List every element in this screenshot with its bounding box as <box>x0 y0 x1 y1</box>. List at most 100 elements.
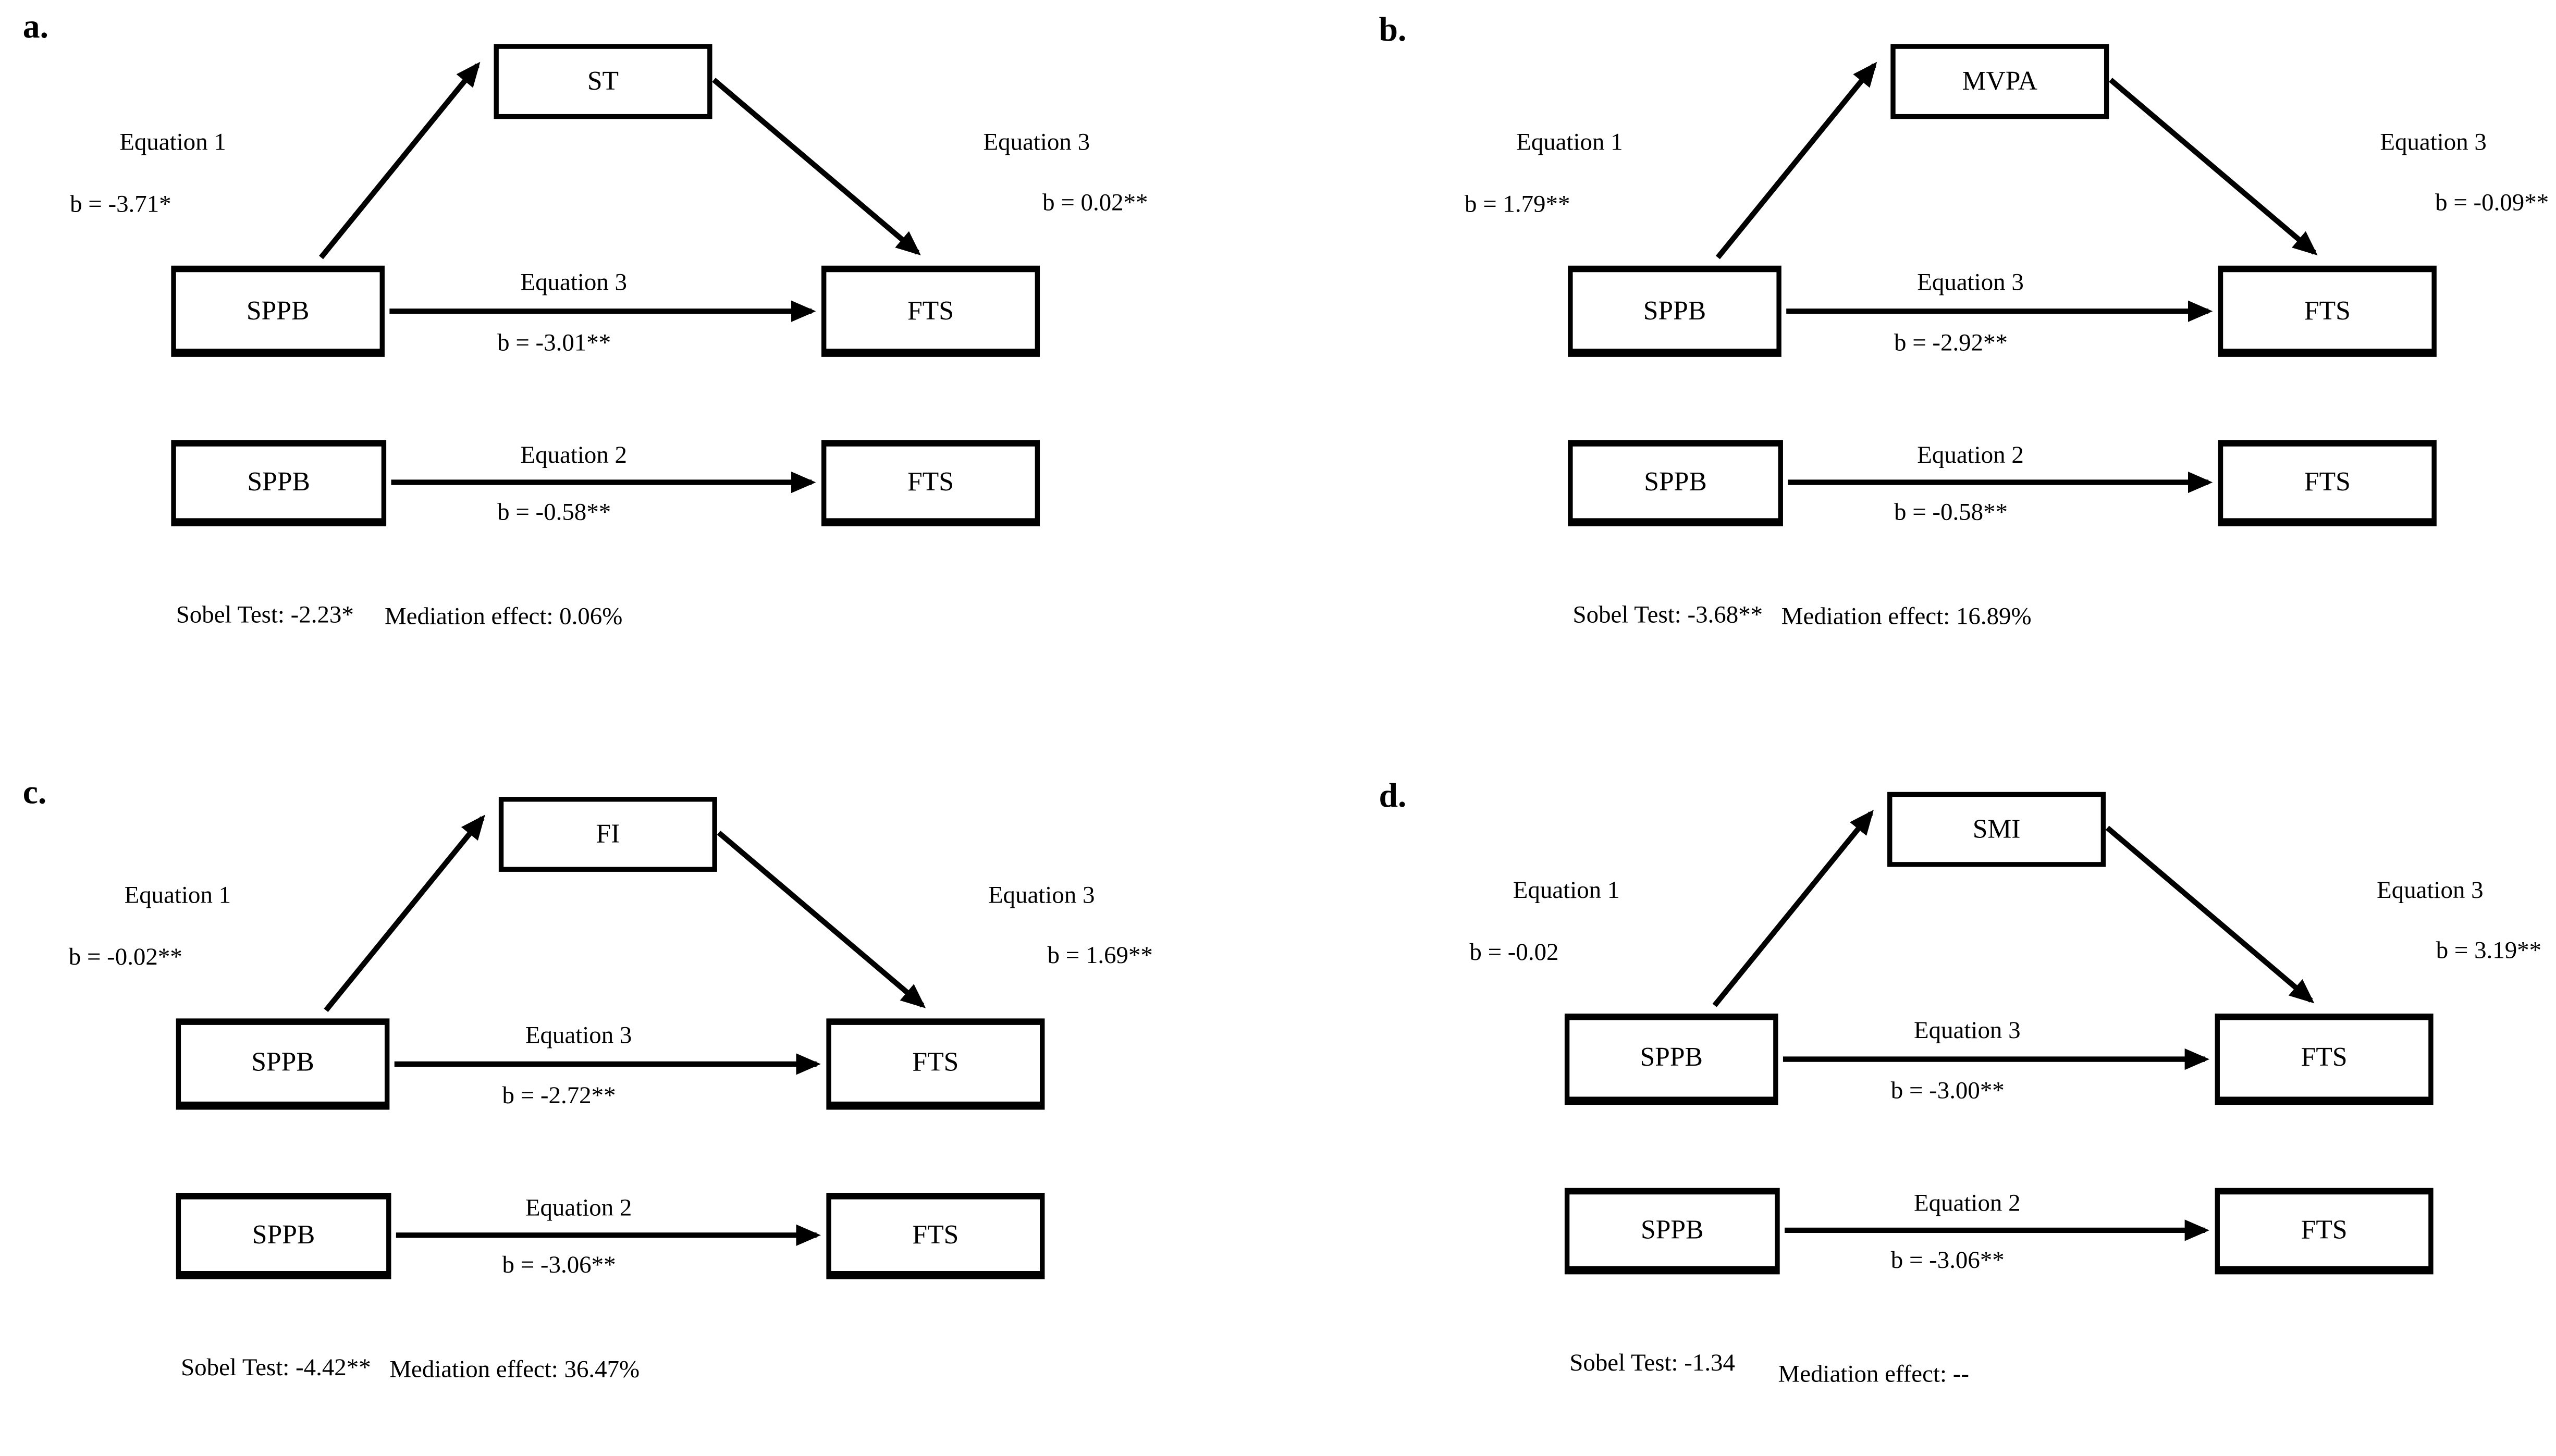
outcome-box-total-model: FTS <box>2218 440 2437 527</box>
exposure-box-label: SPPB <box>1643 294 1706 325</box>
equation3-mediator-coefficient: b = 1.69** <box>1047 942 1153 969</box>
outcome-box-label: FTS <box>912 1046 959 1077</box>
equation3-mediator-coefficient: b = 3.19** <box>2436 937 2542 964</box>
exposure-box-label: SPPB <box>247 466 310 497</box>
outcome-box-direct-model: FTS <box>826 1017 1045 1109</box>
mediation-diagram-panel-b: b. MVPA SPPB FTS SPPB FTS Equation 1 b =… <box>1278 0 2556 703</box>
outcome-box-label: FTS <box>2301 1213 2348 1244</box>
path-arrows <box>324 813 926 1245</box>
equation1-coefficient: b = -3.71* <box>70 192 171 219</box>
equation3-direct-label: Equation 3 <box>1914 1017 2021 1044</box>
equation1-coefficient: b = -0.02 <box>1469 939 1559 966</box>
equation2-coefficient: b = -3.06** <box>502 1252 616 1279</box>
equation3-direct-coefficient: b = -2.72** <box>502 1082 616 1109</box>
equation3-mediator-label: Equation 3 <box>2377 877 2484 904</box>
mediator-box: ST <box>494 44 712 119</box>
outcome-box-total-model: FTS <box>826 1192 1045 1279</box>
outcome-box-label: FTS <box>907 294 954 325</box>
outcome-box-direct-model: FTS <box>2218 265 2437 357</box>
equation3-mediator-coefficient: b = -0.09** <box>2435 190 2549 217</box>
exposure-box-label: SPPB <box>252 1218 315 1249</box>
exposure-box-label: SPPB <box>251 1046 314 1077</box>
equation2-label: Equation 2 <box>525 1195 632 1221</box>
mediator-box: FI <box>498 796 717 871</box>
sobel-test-text: Sobel Test: -3.68** <box>1572 602 1763 630</box>
outcome-box-label: FTS <box>2304 466 2351 497</box>
outcome-box-label: FTS <box>2304 294 2351 325</box>
equation2-label: Equation 2 <box>1914 1190 2021 1217</box>
equation3-direct-label: Equation 3 <box>1917 270 2024 297</box>
outcome-box-label: FTS <box>2301 1041 2348 1072</box>
panel-b-letter: b. <box>1379 9 1407 49</box>
exposure-box-label: SPPB <box>1640 1041 1703 1072</box>
exposure-box-direct-model: SPPB <box>1568 265 1781 357</box>
panel-c-letter: c. <box>22 771 47 811</box>
exposure-box-total-model: SPPB <box>1568 440 1783 527</box>
mediator-box-label: SMI <box>1972 812 2021 844</box>
mediator-box-label: MVPA <box>1962 65 2037 96</box>
equation2-label: Equation 2 <box>520 443 627 470</box>
mediation-diagram-panel-d: d. SMI SPPB FTS SPPB FTS Equation 1 b = … <box>1278 703 2556 1406</box>
exposure-box-label: SPPB <box>1641 1213 1704 1244</box>
equation1-coefficient: b = -0.02** <box>68 944 182 971</box>
equation2-coefficient: b = -3.06** <box>1890 1247 2005 1274</box>
exposure-box-direct-model: SPPB <box>1564 1013 1778 1104</box>
arrow-exposure-to-mediator <box>1712 809 1874 1007</box>
arrow-mediator-to-outcome <box>712 78 921 256</box>
arrow-exposure-to-mediator <box>324 813 485 1011</box>
equation3-direct-coefficient: b = -2.92** <box>1894 330 2008 357</box>
path-arrows <box>319 61 921 493</box>
mediator-box-label: ST <box>587 65 619 96</box>
exposure-box-label: SPPB <box>1644 466 1707 497</box>
arrow-exposure-to-mediator <box>319 61 481 260</box>
equation1-label: Equation 1 <box>1513 877 1620 904</box>
equation3-direct-label: Equation 3 <box>520 270 627 297</box>
figure-canvas: a. ST SPPB FTS SPPB FTS Equation 1 b = -… <box>0 0 2556 1406</box>
arrow-mediator-to-outcome <box>2109 78 2318 256</box>
equation3-mediator-label: Equation 3 <box>983 130 1090 157</box>
arrow-mediator-to-outcome <box>717 830 926 1008</box>
equation3-mediator-coefficient: b = 0.02** <box>1042 190 1148 217</box>
exposure-box-total-model: SPPB <box>171 440 387 527</box>
mediator-box: MVPA <box>1890 44 2109 119</box>
outcome-box-label: FTS <box>907 466 954 497</box>
mediation-diagram-panel-a: a. ST SPPB FTS SPPB FTS Equation 1 b = -… <box>0 0 1278 703</box>
exposure-box-label: SPPB <box>246 294 310 325</box>
sobel-test-text: Sobel Test: -2.23* <box>176 602 354 630</box>
equation1-label: Equation 1 <box>124 882 231 909</box>
equation2-coefficient: b = -0.58** <box>497 500 611 527</box>
mediation-effect-text: Mediation effect: -- <box>1778 1361 1970 1388</box>
mediator-box: SMI <box>1887 791 2106 867</box>
outcome-box-total-model: FTS <box>821 440 1040 527</box>
equation3-direct-coefficient: b = -3.00** <box>1890 1078 2005 1104</box>
panel-d-letter: d. <box>1379 774 1407 814</box>
equation3-mediator-label: Equation 3 <box>988 882 1095 909</box>
equation2-label: Equation 2 <box>1917 443 2024 470</box>
exposure-box-direct-model: SPPB <box>176 1017 390 1109</box>
sobel-test-text: Sobel Test: -4.42** <box>181 1355 371 1381</box>
equation1-coefficient: b = 1.79** <box>1465 192 1570 219</box>
exposure-box-total-model: SPPB <box>1564 1187 1780 1274</box>
outcome-box-direct-model: FTS <box>2215 1013 2434 1104</box>
equation1-label: Equation 1 <box>119 130 226 157</box>
exposure-box-total-model: SPPB <box>176 1192 391 1279</box>
path-arrows <box>1715 61 2318 493</box>
path-arrows <box>1712 809 2315 1240</box>
equation1-label: Equation 1 <box>1516 130 1623 157</box>
outcome-box-label: FTS <box>912 1218 959 1249</box>
sobel-test-text: Sobel Test: -1.34 <box>1569 1350 1735 1376</box>
mediation-effect-text: Mediation effect: 0.06% <box>384 604 623 631</box>
equation3-mediator-label: Equation 3 <box>2380 130 2487 157</box>
outcome-box-total-model: FTS <box>2215 1187 2434 1274</box>
arrow-exposure-to-mediator <box>1715 61 1877 260</box>
exposure-box-direct-model: SPPB <box>171 265 385 357</box>
equation3-direct-label: Equation 3 <box>525 1022 632 1049</box>
equation2-coefficient: b = -0.58** <box>1894 500 2008 527</box>
outcome-box-direct-model: FTS <box>821 265 1040 357</box>
arrow-mediator-to-outcome <box>2105 825 2315 1003</box>
mediation-effect-text: Mediation effect: 36.47% <box>389 1356 640 1383</box>
mediator-box-label: FI <box>596 817 620 848</box>
equation3-direct-coefficient: b = -3.01** <box>497 330 611 357</box>
panel-a-letter: a. <box>22 6 49 46</box>
mediation-diagram-panel-c: c. FI SPPB FTS SPPB FTS Equation 1 b = -… <box>0 703 1278 1406</box>
